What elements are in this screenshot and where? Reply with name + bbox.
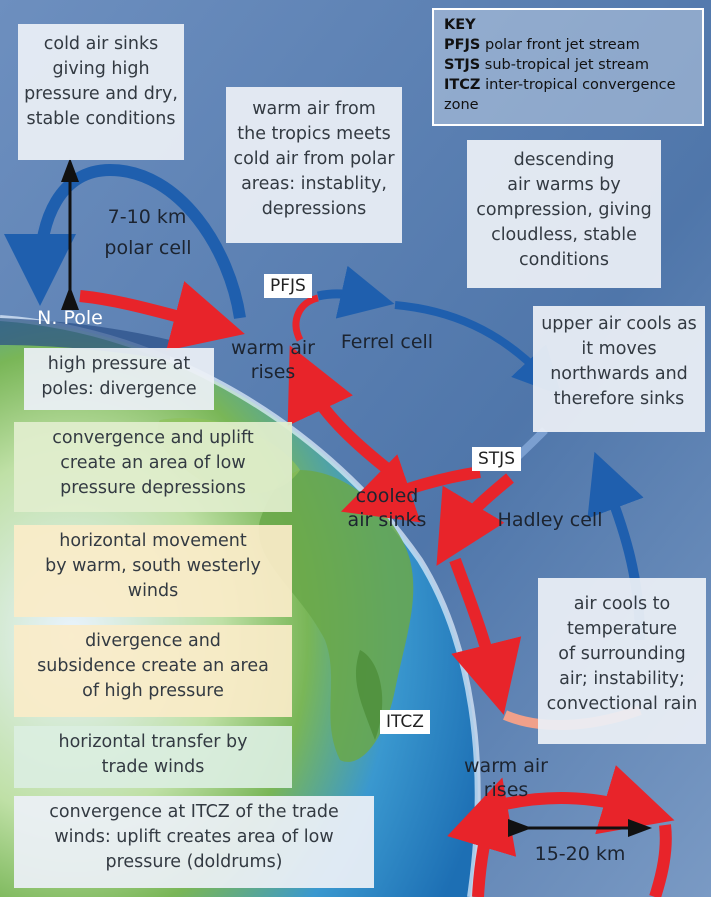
stjs-tag: STJS [472, 447, 521, 471]
hadley-red-arrow-down [436, 473, 514, 566]
warm-air-tropics-box: warm air from the tropics meets cold air… [226, 87, 402, 243]
ferrel-cell-label: Ferrel cell [340, 331, 434, 353]
itcz-tag: ITCZ [380, 710, 430, 734]
convergence-uplift-box: convergence and uplift create an area of… [14, 422, 292, 512]
polar-cell-red-arrow [79, 281, 245, 351]
ferrel-blue-arrow-top [316, 265, 395, 319]
convergence-itcz-box: convergence at ITCZ of the trade winds: … [14, 796, 374, 888]
height-tropical-label: 15-20 km [534, 843, 626, 865]
ferrel-red-arrow-cool [340, 454, 481, 523]
horizontal-transfer-box: horizontal transfer by trade winds [14, 726, 292, 788]
polar-cell-label: polar cell [104, 237, 192, 259]
key-item-pfjs: PFJS polar front jet stream [444, 37, 640, 53]
cooled-air-sinks-label: cooled air sinks [347, 485, 427, 531]
bottom-red-arrow-up [447, 777, 517, 897]
key-panel: KEY PFJS polar front jet stream STJS sub… [432, 8, 704, 126]
land-mass [355, 650, 383, 740]
ferrel-blue-arrow-long [394, 301, 562, 396]
bottom-red-arrow-down [649, 824, 672, 897]
pfjs-tag: PFJS [264, 274, 312, 298]
key-item-itcz: ITCZ inter-tropical convergence zone [444, 77, 676, 113]
high-pressure-poles-box: high pressure at poles: divergence [24, 348, 214, 410]
divergence-subsidence-box: divergence and subsidence create an area… [14, 625, 292, 717]
horizontal-movement-box: horizontal movement by warm, south weste… [14, 525, 292, 617]
upper-air-box: upper air cools as it moves northwards a… [533, 306, 705, 432]
warm-air-rises-bottom-label: warm air rises [464, 755, 548, 801]
height-polar-label: 7-10 km [107, 206, 187, 228]
warm-air-rises-top-label: warm air rises [231, 337, 315, 383]
key-title: KEY [444, 17, 476, 33]
hadley-cell-label: Hadley cell [497, 509, 603, 531]
polar-cell-blue-arrow [4, 163, 246, 319]
bottom-red-arrow-right [498, 765, 675, 835]
n-pole-label: N. Pole [37, 307, 103, 329]
hadley-red-arrow-long [449, 557, 522, 715]
air-cools-box: air cools to temperature of surrounding … [538, 578, 706, 744]
key-item-stjs: STJS sub-tropical jet stream [444, 57, 649, 73]
ferrel-red-arrow-small [292, 294, 320, 342]
cold-air-box: cold air sinks giving high pressure and … [18, 24, 184, 160]
descending-air-box: descending air warms by compression, giv… [467, 140, 661, 288]
